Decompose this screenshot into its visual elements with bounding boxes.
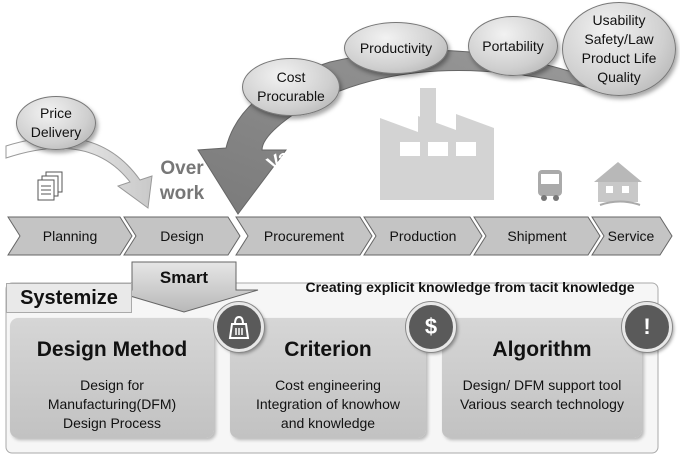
- dollar-icon: $: [406, 302, 456, 352]
- card-design-method: Design Method Design for Manufacturing(D…: [10, 318, 214, 438]
- bubble-usability: Usability Safety/Law Product Life Qualit…: [562, 2, 676, 96]
- step-design: Design: [160, 228, 204, 244]
- systemize-label: Systemize: [6, 283, 132, 313]
- bubble-price-delivery: Price Delivery: [16, 96, 96, 150]
- card-title: Criterion: [284, 338, 372, 361]
- document-icon: [37, 171, 63, 201]
- step-procurement: Procurement: [263, 228, 345, 244]
- planning-curve-arrow: [5, 136, 153, 209]
- factory-icon: [380, 88, 494, 200]
- card-algorithm: Algorithm Design/ DFM support tool Vario…: [442, 318, 642, 438]
- overwork-label: Over work: [159, 158, 205, 204]
- tagline: Creating explicit knowledge from tacit k…: [305, 279, 635, 295]
- bubble-productivity: Productivity: [344, 22, 448, 74]
- card-criterion: Criterion Cost engineering Integration o…: [230, 318, 426, 438]
- step-shipment: Shipment: [507, 228, 567, 244]
- exclamation-icon: !: [622, 302, 672, 352]
- step-service: Service: [607, 228, 655, 244]
- tag-icon: [214, 302, 264, 352]
- bubble-cost-procurable: Cost Procurable: [242, 58, 340, 116]
- bubble-portability: Portability: [468, 16, 558, 76]
- card-body: Design for Manufacturing(DFM) Design Pro…: [47, 377, 177, 431]
- shopping-tag-icon: [228, 315, 250, 339]
- card-title: Algorithm: [492, 338, 592, 361]
- card-body: Design/ DFM support tool Various search …: [460, 377, 624, 412]
- process-chevrons: [7, 216, 673, 256]
- house-icon: [594, 162, 642, 206]
- step-production: Production: [389, 228, 457, 244]
- card-body: Cost engineering Integration of knowhow …: [256, 377, 400, 431]
- step-planning: Planning: [42, 228, 98, 244]
- card-title: Design Method: [36, 338, 188, 361]
- smart-label: Smart: [159, 268, 209, 287]
- bus-icon: [538, 170, 562, 201]
